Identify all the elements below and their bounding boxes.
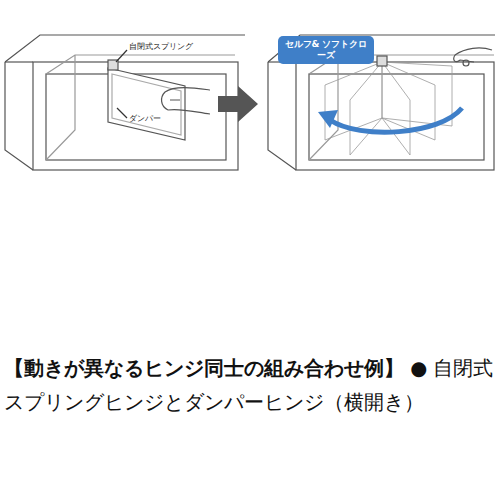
badge-text: セルフ& ソフトクローズ <box>284 39 368 61</box>
badge-box: セルフ& ソフトクローズ <box>278 36 374 64</box>
part-label: ダンパー <box>129 113 161 124</box>
part-label: 自閉式スプリング <box>129 41 193 52</box>
caption-heading: 【動きが異なるヒンジ同士の組み合わせ例】 <box>4 357 404 380</box>
caption-paragraph: 【動きが異なるヒンジ同士の組み合わせ例】 ● 自閉式スプリングヒンジとダンパーヒ… <box>4 352 498 420</box>
bullet: ● <box>410 357 427 380</box>
